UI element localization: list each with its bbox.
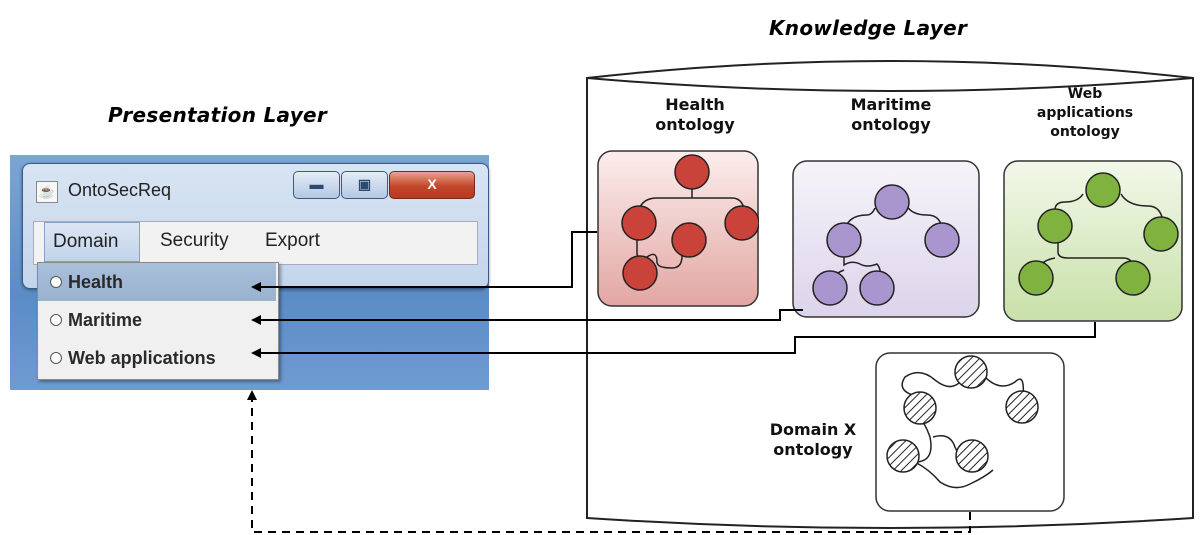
window-title: OntoSecReq (68, 180, 172, 200)
maritime-node (874, 184, 910, 220)
dropdown-item-label: Maritime (68, 310, 143, 330)
web-applications-ontology-label: Web applications ontology (1036, 86, 1134, 140)
health-node (674, 154, 710, 190)
dropdown-item-web-applications[interactable]: Web applications (38, 339, 276, 377)
domain-x-node (886, 439, 920, 473)
knowledge-layer-title: Knowledge Layer (769, 16, 968, 40)
dropdown-item-maritime[interactable]: Maritime (38, 301, 276, 339)
maritime-ontology-label: Maritime ontology (850, 95, 932, 134)
domain-x-node (955, 439, 989, 473)
dropdown-item-label: Web applications (68, 348, 216, 368)
health-ontology-box (597, 150, 759, 307)
health-node (621, 205, 657, 241)
maritime-ontology-box (792, 160, 980, 318)
web-node (1115, 260, 1151, 296)
health-node (671, 222, 707, 258)
menu-export[interactable]: Export (265, 230, 320, 251)
web-applications-ontology-box (1003, 160, 1183, 322)
minimize-icon: ▬ (309, 176, 324, 192)
maritime-node (859, 270, 895, 306)
web-node (1018, 260, 1054, 296)
menu-domain[interactable]: Domain (44, 222, 140, 262)
maximize-button[interactable]: ▣ (341, 171, 388, 199)
domain-dropdown: Health Maritime Web applications (37, 262, 279, 380)
domain-x-node (903, 391, 937, 425)
maritime-node (826, 222, 862, 258)
radio-icon[interactable] (50, 276, 62, 288)
health-node (724, 205, 759, 241)
menu-security[interactable]: Security (160, 230, 229, 251)
radio-icon[interactable] (50, 352, 62, 364)
close-button[interactable]: X (389, 171, 475, 199)
health-ontology-label: Health ontology (655, 95, 735, 134)
java-cup-icon: ☕ (36, 181, 58, 203)
maximize-icon: ▣ (357, 176, 372, 192)
radio-icon[interactable] (50, 314, 62, 326)
domain-x-ontology-label: Domain X ontology (769, 420, 857, 459)
dropdown-item-health[interactable]: Health (38, 263, 276, 301)
presentation-layer-title: Presentation Layer (108, 103, 328, 127)
domain-x-node (1005, 390, 1039, 424)
maritime-node (924, 222, 960, 258)
web-node (1143, 216, 1179, 252)
domain-x-node (954, 355, 988, 389)
menu-bar: Domain Security Export (33, 221, 478, 265)
web-node (1037, 208, 1073, 244)
maritime-node (812, 270, 848, 306)
dropdown-item-label: Health (68, 272, 124, 292)
domain-x-ontology-box (875, 352, 1065, 512)
minimize-button[interactable]: ▬ (293, 171, 340, 199)
web-node (1085, 172, 1121, 208)
health-node (622, 255, 658, 291)
